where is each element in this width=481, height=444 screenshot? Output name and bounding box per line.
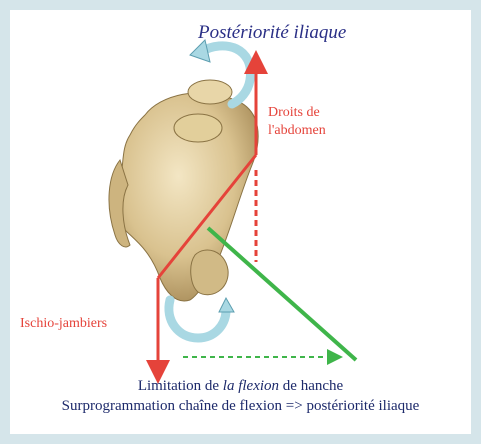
caption-line-1: Limitation de la flexion de hanche — [0, 378, 481, 395]
label-droits-line1: Droits de — [268, 104, 326, 122]
label-ischio-jambiers: Ischio-jambiers — [20, 316, 107, 332]
caption-line1-italic: la flexion — [223, 378, 279, 394]
diagram-title: Postériorité iliaque — [198, 22, 346, 44]
caption-line-2: Surprogrammation chaîne de flexion => po… — [0, 398, 481, 415]
pelvis-bone-illustration — [109, 80, 258, 301]
label-droits-line2: l'abdomen — [268, 122, 326, 140]
caption-line1-part2: de hanche — [279, 378, 343, 394]
label-droits-abdomen: Droits de l'abdomen — [268, 104, 326, 140]
rotation-arrow-bottom — [169, 298, 234, 338]
caption-line1-part1: Limitation de — [138, 378, 223, 394]
